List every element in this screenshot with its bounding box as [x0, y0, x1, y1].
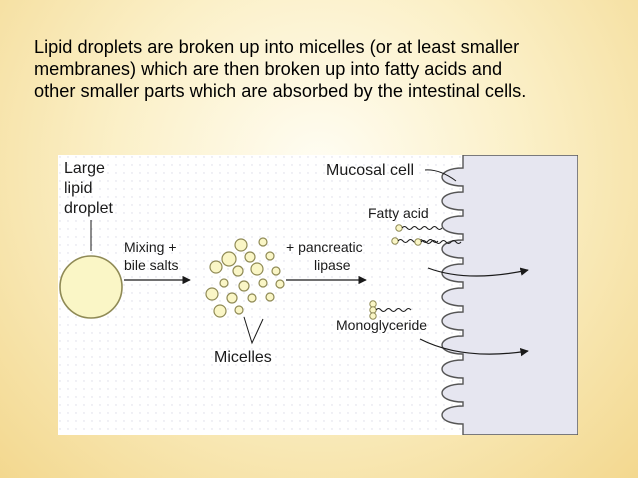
- caption: Lipid droplets are broken up into micell…: [34, 36, 624, 102]
- digestion-diagram: Large lipid droplet Mixing + bile salts …: [58, 155, 578, 435]
- mucosal-cell-label: Mucosal cell: [326, 162, 414, 179]
- villi-outline: [441, 155, 578, 435]
- micelle: [213, 304, 227, 318]
- pancreatic-label-1: + pancreatic: [286, 239, 363, 255]
- micelle: [234, 305, 244, 315]
- large-lipid-droplet: [59, 255, 123, 319]
- micelles-label: Micelles: [214, 349, 272, 366]
- mixing-label-1: Mixing +: [124, 239, 177, 255]
- monoglyceride-head: [369, 300, 377, 320]
- fatty-acid-absorption-arrow: [427, 267, 529, 277]
- micelle: [250, 262, 264, 276]
- micelles-cluster: [205, 237, 285, 318]
- micelle: [265, 292, 275, 302]
- pancreatic-label-2: lipase: [314, 257, 351, 273]
- monoglyceride-absorption-arrow: [419, 338, 529, 357]
- fatty-acid-label: Fatty acid: [368, 205, 429, 221]
- mixing-label-2: bile salts: [124, 257, 178, 273]
- monoglyceride-label: Monoglyceride: [336, 317, 427, 333]
- micelle: [258, 237, 268, 247]
- monoglyceride-molecule: [369, 300, 412, 320]
- fatty-acid-molecules: [391, 224, 462, 246]
- micelle: [265, 251, 275, 261]
- micelle: [219, 278, 229, 288]
- micelle: [205, 287, 219, 301]
- caption-line-1: Lipid droplets are broken up into micell…: [34, 37, 520, 57]
- micelle: [247, 293, 257, 303]
- micelle: [258, 278, 268, 288]
- micelles-leader: [243, 316, 264, 345]
- mucosal-cell-leader: [424, 169, 457, 182]
- fatty-acid-molecule: [414, 238, 462, 246]
- micelle: [244, 251, 256, 263]
- micelle: [209, 260, 223, 274]
- large-droplet-label-3: droplet: [64, 200, 113, 217]
- micelle: [271, 266, 281, 276]
- caption-line-2: membranes) which are then broken up into…: [34, 59, 503, 79]
- fatty-acid-molecule: [395, 224, 443, 232]
- monoglyceride-tail: [375, 308, 412, 312]
- caption-line-3: other smaller parts which are absorbed b…: [34, 81, 527, 101]
- micelle: [226, 292, 238, 304]
- micelle: [232, 265, 244, 277]
- mucosal-cell: [441, 155, 578, 435]
- micelle: [234, 238, 248, 252]
- micelle: [221, 251, 237, 267]
- large-droplet-label-2: lipid: [64, 180, 92, 197]
- large-droplet-label-1: Large: [64, 160, 105, 177]
- micelle: [238, 280, 250, 292]
- micelle: [275, 279, 285, 289]
